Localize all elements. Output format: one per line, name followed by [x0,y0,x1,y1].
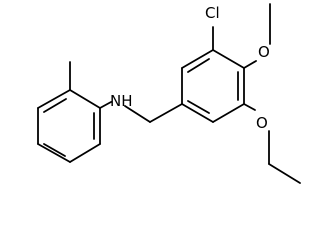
bond [99,101,112,109]
ethoxy-bond [243,103,256,111]
chemical-structure-diagram: NH Cl O O [37,3,301,184]
bond [37,89,71,109]
bond [149,103,183,123]
bond [181,103,214,123]
nh-label: NH [110,92,133,110]
bond [181,49,214,69]
bond [69,143,101,163]
cl-label: Cl [205,4,220,22]
ethoxy-bond [268,163,301,184]
double-bond-inner-line [187,58,210,73]
bond [69,89,101,109]
bond [37,143,71,163]
bond [212,103,245,123]
bond [124,105,151,123]
methoxy-bond [243,60,257,69]
double-bond-inner-line [187,100,210,114]
bond [212,49,245,69]
double-bond-inner-line [43,98,67,113]
double-bond-inner-line [43,143,66,157]
o-top-label: O [258,43,270,61]
o-right-label: O [256,114,268,132]
